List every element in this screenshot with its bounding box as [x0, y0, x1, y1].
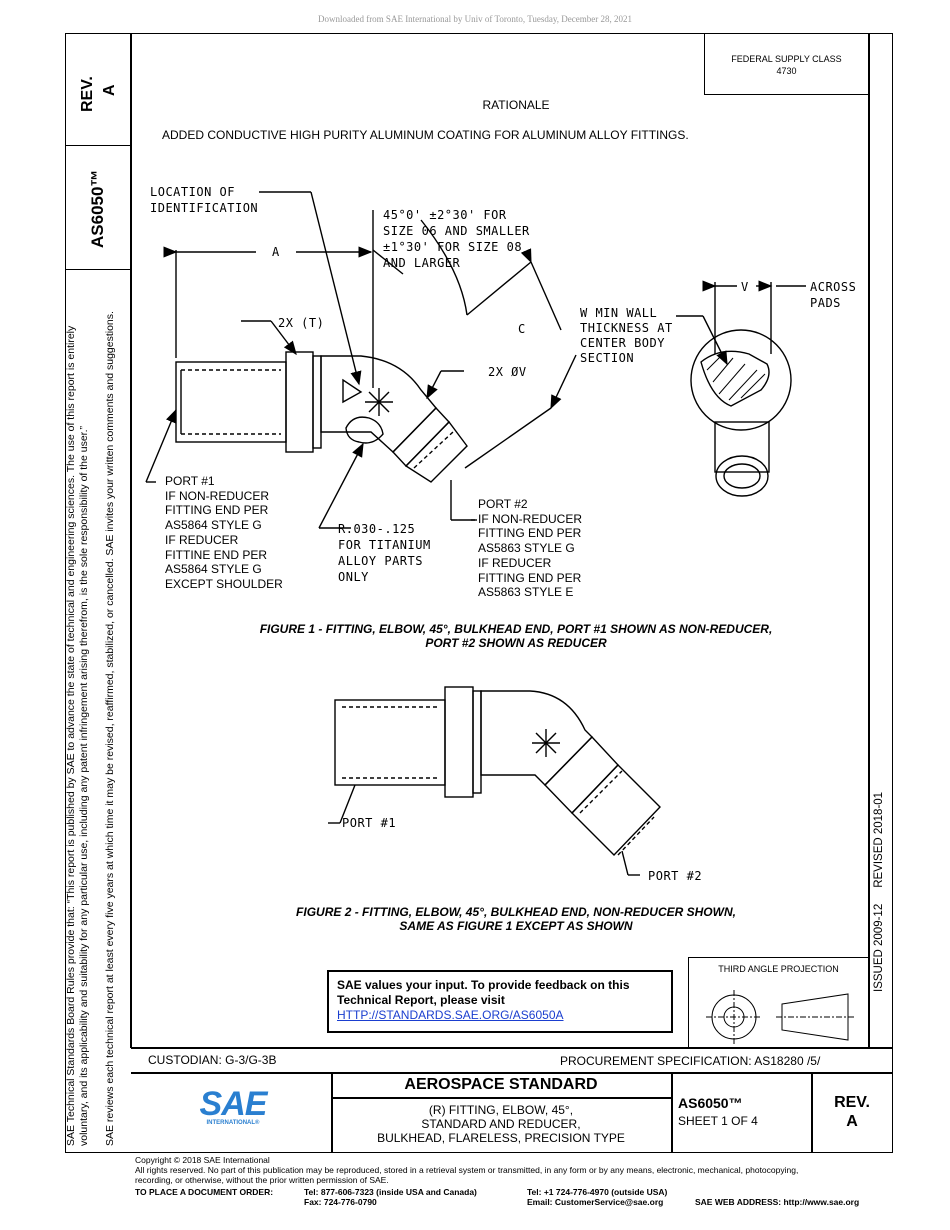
titleblock-rev-label: REV.	[834, 1094, 870, 1111]
footer-fax: Fax: 724-776-0790	[304, 1197, 377, 1207]
footer-rights-2: recording, or otherwise, without the pri…	[135, 1175, 389, 1185]
sidebar-board-rules-2: voluntary, and its applicability and sui…	[78, 425, 90, 1146]
label-angle-2: SIZE 06 AND SMALLER	[383, 224, 530, 238]
port1-line: AS5864 STYLE G	[165, 562, 262, 577]
desc-line2: STANDARD AND REDUCER,	[421, 1117, 581, 1131]
label-location-1: LOCATION OF	[150, 185, 235, 199]
footer-email: Email: CustomerService@sae.org	[527, 1197, 664, 1207]
procurement: PROCUREMENT SPECIFICATION: AS18280 /5/	[560, 1054, 821, 1068]
sidebar-doc-number: AS6050™	[88, 169, 107, 248]
label-wall-2: THICKNESS AT	[580, 321, 673, 335]
label-across-pads-1: ACROSS	[810, 280, 857, 294]
title-description: (R) FITTING, ELBOW, 45°, STANDARD AND RE…	[331, 1103, 671, 1145]
titleblock-mid-line	[131, 1072, 893, 1074]
figure2-port2-label: PORT #2	[648, 869, 703, 883]
port1-line: IF REDUCER	[165, 532, 239, 547]
label-angle-3: ±1°30' FOR SIZE 08	[383, 240, 523, 254]
label-radius-2: FOR TITANIUM	[338, 538, 431, 552]
port1-line: AS5864 STYLE G	[165, 518, 262, 533]
port2-line: IF REDUCER	[478, 555, 552, 570]
sae-logo-sub: INTERNATIONAL®	[206, 1120, 260, 1126]
footer-web[interactable]: SAE WEB ADDRESS: http://www.sae.org	[695, 1197, 860, 1207]
figure2-port1-label: PORT #1	[342, 816, 397, 830]
label-wall-4: SECTION	[580, 351, 635, 365]
titleblock-div1	[331, 1072, 333, 1152]
port2-line: FITTING END PER	[478, 526, 582, 541]
label-radius-3: ALLOY PARTS	[338, 554, 423, 568]
desc-line3: BULKHEAD, FLARELESS, PRECISION TYPE	[377, 1131, 625, 1145]
footer-order-label: TO PLACE A DOCUMENT ORDER:	[135, 1187, 274, 1197]
desc-line1: (R) FITTING, ELBOW, 45°,	[428, 1103, 574, 1117]
label-radius-4: ONLY	[338, 570, 369, 584]
label-2x-t: 2X (T)	[278, 316, 325, 330]
right-margin-divider	[868, 33, 870, 1048]
footer-tel-usa: Tel: 877-606-7323 (inside USA and Canada…	[304, 1187, 477, 1197]
figure2-drawing	[328, 686, 661, 876]
label-dim-v: V	[741, 280, 749, 294]
feedback-box: SAE values your input. To provide feedba…	[327, 970, 673, 1033]
sidebar-review-notice: SAE reviews each technical report at lea…	[104, 311, 116, 1146]
sidebar-divider	[130, 33, 132, 1048]
label-dim-a: A	[272, 245, 280, 259]
port1-line: PORT #1	[165, 474, 215, 488]
sae-logo: SAE INTERNATIONAL®	[193, 1085, 273, 1126]
label-angle-4: AND LARGER	[383, 256, 461, 270]
label-wall-3: CENTER BODY	[580, 336, 665, 350]
port2-line: IF NON-REDUCER	[478, 511, 582, 526]
federal-supply-class-value: 4730	[776, 66, 797, 76]
label-across-pads-2: PADS	[810, 296, 841, 310]
port1-line: FITTING END PER	[165, 503, 269, 518]
sidebar-board-rules-1: SAE Technical Standards Board Rules prov…	[65, 325, 77, 1146]
aerospace-underline	[331, 1097, 671, 1099]
footer-tel-outside: Tel: +1 724-776-4970 (outside USA)	[527, 1187, 668, 1197]
page-frame	[65, 33, 893, 1153]
issue-dates: ISSUED 2009-12 REVISED 2018-01	[873, 791, 885, 992]
port1-line: IF NON-REDUCER	[165, 488, 269, 503]
label-wall-1: W MIN WALL	[580, 306, 658, 320]
titleblock-div2	[671, 1072, 673, 1152]
figure1-drawing	[145, 191, 806, 529]
figure2-caption-line1: FIGURE 2 - FITTING, ELBOW, 45°, BULKHEAD…	[296, 905, 736, 919]
port2-notes: PORT #2 IF NON-REDUCER FITTING END PER A…	[478, 497, 582, 600]
port2-line: AS5863 STYLE E	[478, 585, 574, 600]
port1-notes: PORT #1 IF NON-REDUCER FITTING END PER A…	[165, 474, 283, 592]
port1-line: FITTINE END PER	[165, 547, 268, 562]
port2-line: FITTING END PER	[478, 570, 582, 585]
custodian: CUSTODIAN: G-3/G-3B	[148, 1053, 277, 1067]
rationale-text: ADDED CONDUCTIVE HIGH PURITY ALUMINUM CO…	[162, 128, 689, 142]
sidebar-rev-value: A	[101, 84, 118, 96]
feedback-line1: SAE values your input. To provide feedba…	[337, 978, 630, 992]
titleblock-doc-number: AS6050™	[678, 1095, 743, 1111]
sidebar-rev-label: REV.	[79, 76, 96, 112]
rationale-title: RATIONALE	[482, 98, 550, 112]
label-dim-c: C	[518, 322, 526, 336]
label-radius-1: R.030-.125	[338, 522, 416, 536]
label-angle-1: 45°0' ±2°30' FOR	[383, 208, 507, 222]
sae-logo-text: SAE	[199, 1085, 268, 1123]
titleblock-div3	[811, 1072, 813, 1152]
figure1-caption-line1: FIGURE 1 - FITTING, ELBOW, 45°, BULKHEAD…	[259, 622, 773, 636]
footer: Copyright © 2018 SAE International All r…	[135, 1155, 915, 1185]
federal-supply-class-box	[704, 33, 869, 95]
figure1-caption-line2: PORT #2 SHOWN AS REDUCER	[425, 636, 607, 650]
titleblock-top-line	[131, 1047, 893, 1049]
sidebar-rev-box	[65, 33, 131, 146]
titleblock-rev-value: A	[846, 1113, 858, 1130]
footer-copyright: Copyright © 2018 SAE International	[135, 1155, 270, 1165]
feedback-line2: Technical Report, please visit	[337, 993, 505, 1007]
download-notice: Downloaded from SAE International by Uni…	[317, 14, 633, 24]
port2-line: PORT #2	[478, 497, 528, 511]
titleblock-sheet: SHEET 1 OF 4	[678, 1114, 758, 1128]
figure2-caption-line2: SAME AS FIGURE 1 EXCEPT AS SHOWN	[399, 919, 633, 933]
aerospace-standard-title: AEROSPACE STANDARD	[404, 1076, 598, 1093]
footer-rights-1: All rights reserved. No part of this pub…	[135, 1165, 799, 1175]
federal-supply-class-label: FEDERAL SUPPLY CLASS	[731, 54, 842, 64]
projection-label: THIRD ANGLE PROJECTION	[718, 964, 839, 974]
projection-symbol	[706, 990, 856, 1044]
port2-line: AS5863 STYLE G	[478, 541, 575, 556]
label-location-2: IDENTIFICATION	[150, 201, 259, 215]
label-2x-v: 2X ØV	[488, 365, 527, 379]
feedback-link[interactable]: HTTP://STANDARDS.SAE.ORG/AS6050A	[337, 1008, 564, 1022]
port1-line: EXCEPT SHOULDER	[165, 576, 283, 591]
